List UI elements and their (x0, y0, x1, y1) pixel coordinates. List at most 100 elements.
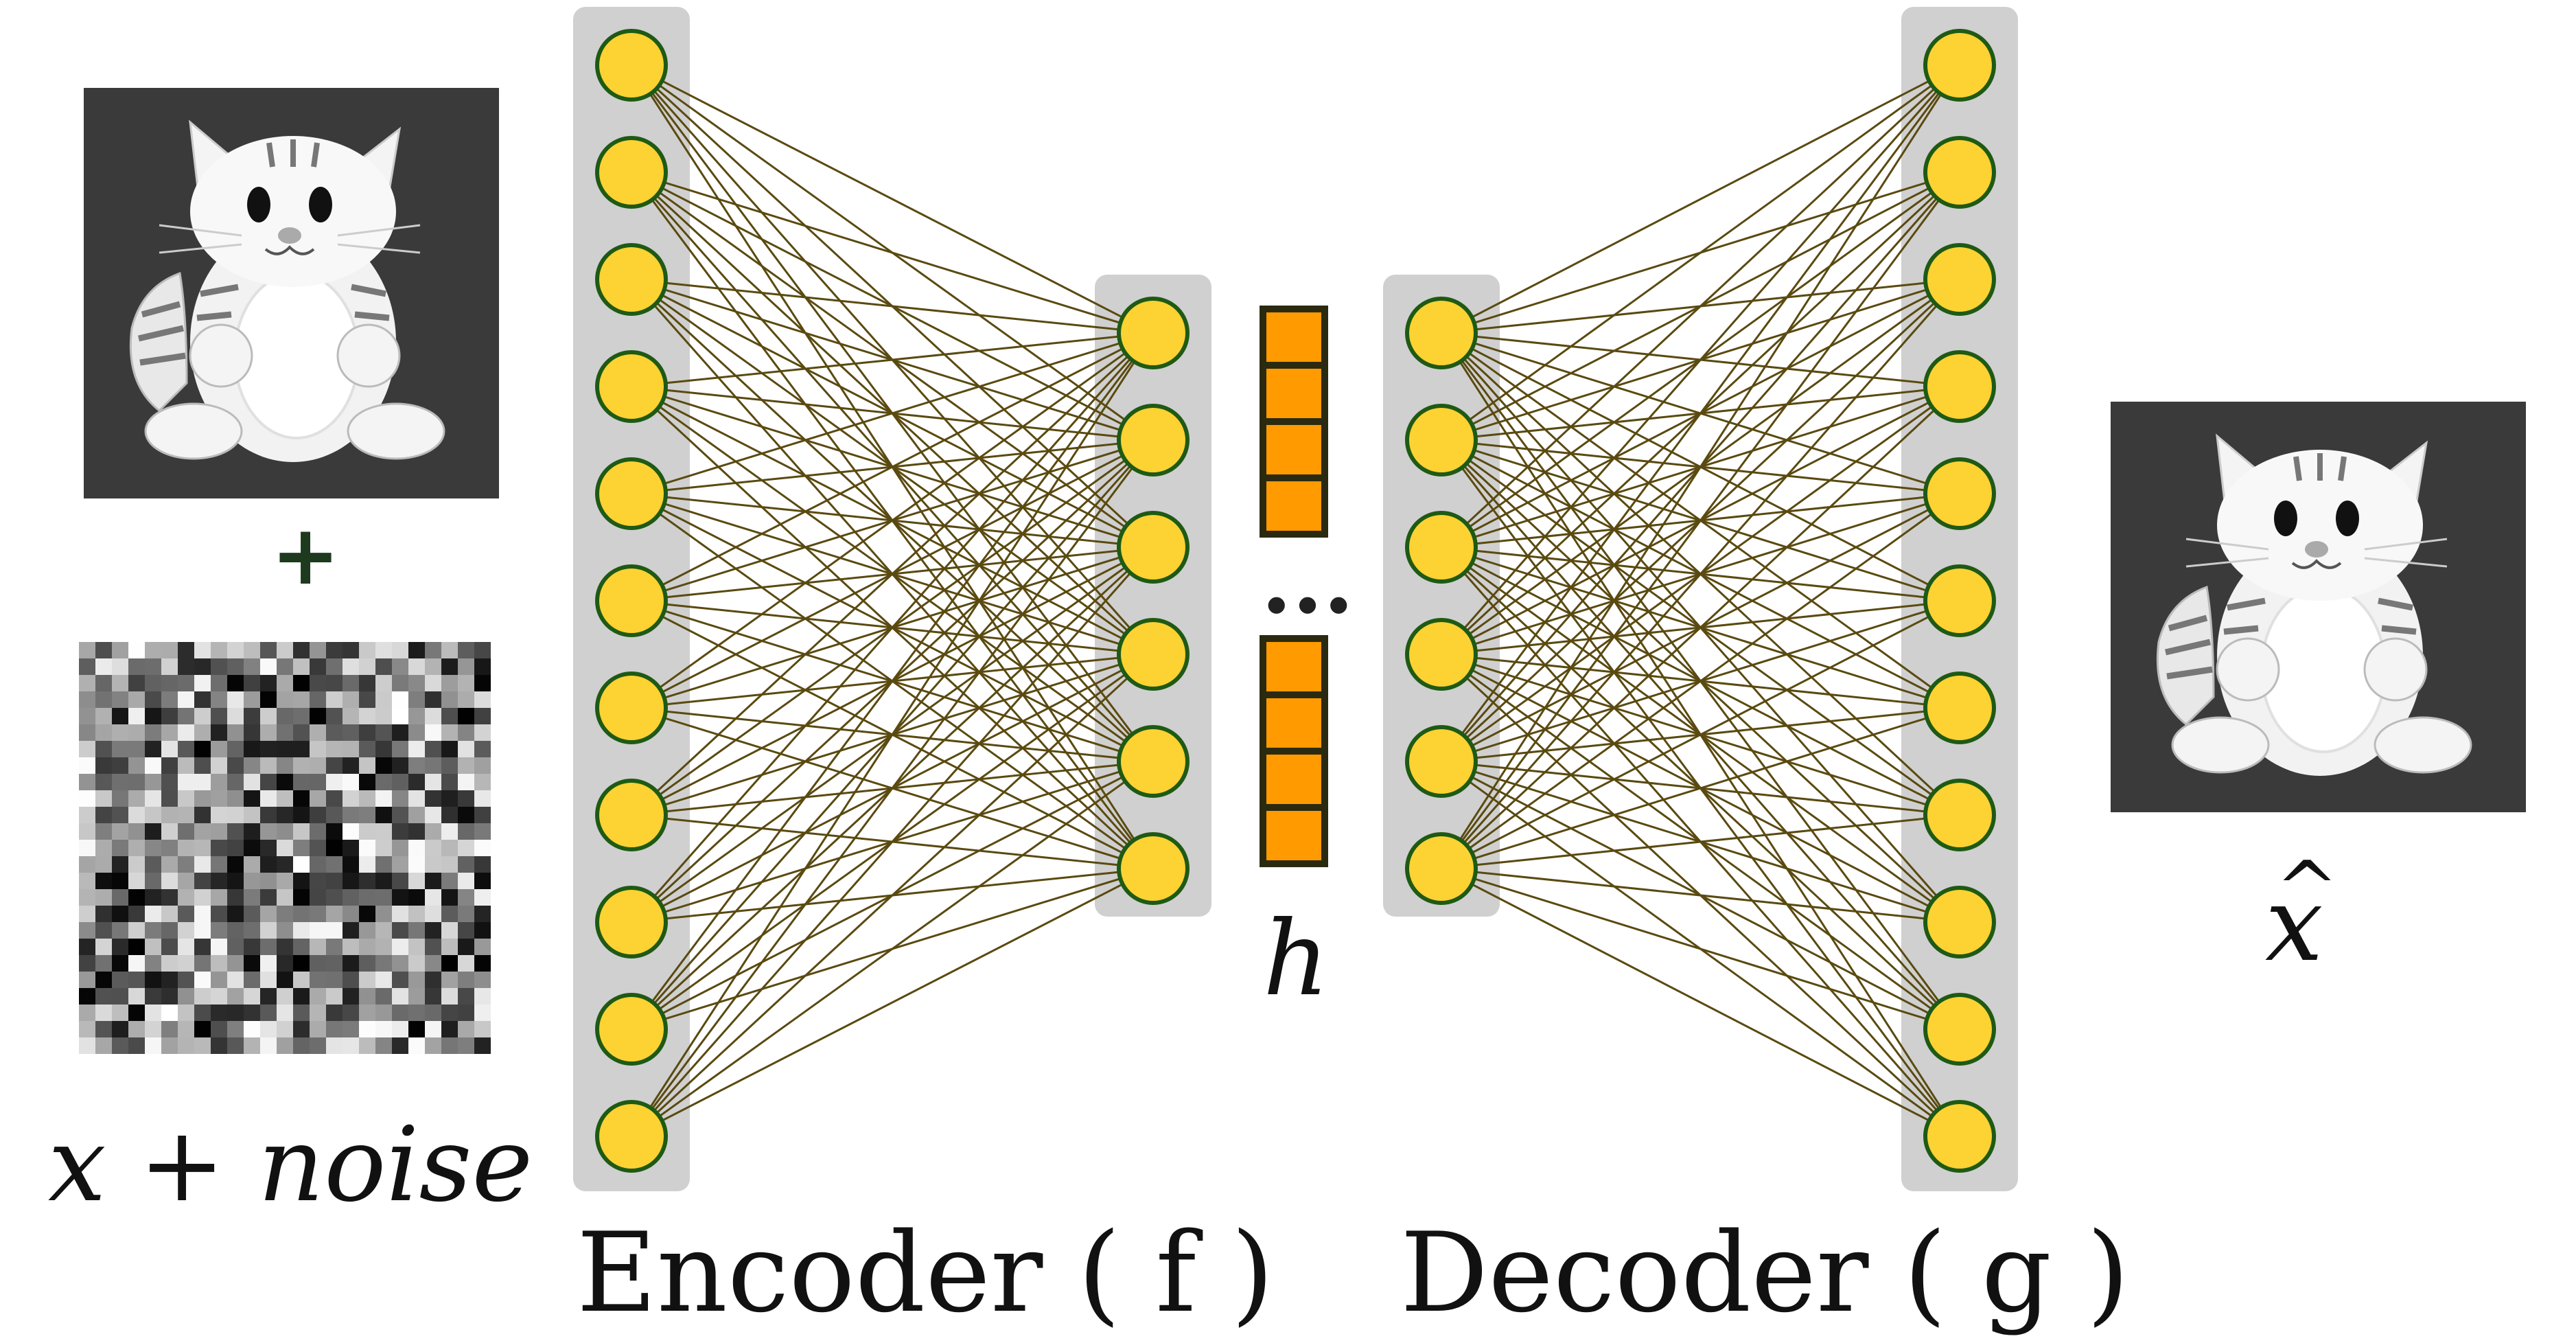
noise-cell (326, 1037, 343, 1054)
noise-cell (310, 972, 326, 988)
noise-cell (277, 642, 293, 658)
latent-code (1260, 306, 1328, 867)
noise-cell (474, 922, 491, 939)
noise-cell (293, 1021, 310, 1037)
noise-cell (425, 922, 441, 939)
noise-cell (293, 691, 310, 708)
noise-cell (310, 1021, 326, 1037)
noise-cell (359, 807, 375, 823)
noise-cell (95, 691, 112, 708)
noise-cell (343, 939, 359, 955)
noise-cell (425, 939, 441, 955)
noise-cell (310, 724, 326, 741)
noise-cell (408, 1021, 425, 1037)
noise-cell (458, 1005, 474, 1021)
noise-cell (244, 642, 260, 658)
encoder-output-node (1117, 297, 1190, 369)
output-cat-image (2111, 402, 2526, 812)
noise-cell (343, 741, 359, 757)
noise-cell (112, 675, 128, 691)
noise-cell (392, 840, 408, 856)
encoder-label: Encoder ( f ) (577, 1208, 1275, 1337)
noise-cell (194, 1021, 211, 1037)
noise-cell (408, 856, 425, 873)
noise-cell (128, 972, 145, 988)
noise-cell (227, 774, 244, 790)
decoder-edge (1441, 814, 1960, 870)
encoder-output-node (1117, 618, 1190, 691)
noise-cell (227, 724, 244, 741)
noise-cell (359, 691, 375, 708)
noise-cell (310, 774, 326, 790)
decoder-edge (1441, 64, 1960, 334)
decoder-edge (1441, 599, 1960, 870)
noise-cell (227, 889, 244, 906)
noise-cell (293, 889, 310, 906)
noise-cell (375, 889, 392, 906)
noise-cell (310, 988, 326, 1005)
noise-cell (293, 972, 310, 988)
encoder-edge (631, 867, 1154, 1138)
noise-cell (310, 823, 326, 840)
noise-cell (145, 955, 161, 972)
noise-cell (359, 757, 375, 774)
decoder-edge (1441, 867, 1960, 923)
noise-cell (474, 823, 491, 840)
noise-cell (112, 873, 128, 889)
noise-cell (392, 906, 408, 922)
noise-cell (95, 873, 112, 889)
noise-cell (260, 988, 277, 1005)
noise-cell (408, 807, 425, 823)
noise-cell (227, 708, 244, 724)
noise-cell (408, 955, 425, 972)
noise-cell (474, 1005, 491, 1021)
noise-cell (161, 741, 178, 757)
decoder-input-node (1405, 297, 1478, 369)
noise-cell (392, 675, 408, 691)
noise-cell (145, 790, 161, 807)
noise-cell (375, 675, 392, 691)
noise-cell (211, 741, 227, 757)
noise-cell (458, 790, 474, 807)
noise-cell (95, 972, 112, 988)
noise-cell (145, 807, 161, 823)
noise-cell (227, 906, 244, 922)
noise-cell (128, 1037, 145, 1054)
noise-cell (227, 972, 244, 988)
noise-cell (112, 741, 128, 757)
noise-cell (277, 873, 293, 889)
noise-cell (408, 658, 425, 675)
noise-cell (112, 658, 128, 675)
noise-cell (178, 658, 194, 675)
noise-cell (425, 741, 441, 757)
noise-cell (112, 642, 128, 658)
noise-cell (244, 1005, 260, 1021)
noise-cell (310, 642, 326, 658)
noise-cell (112, 939, 128, 955)
noise-cell (178, 741, 194, 757)
noise-cell (244, 972, 260, 988)
noise-cell (112, 807, 128, 823)
noise-cell (425, 774, 441, 790)
noise-cell (375, 757, 392, 774)
decoder-edge (1440, 64, 1961, 549)
noise-cell (310, 939, 326, 955)
decoder-output-node (1923, 350, 1996, 423)
noise-cell (260, 922, 277, 939)
noise-cell (359, 922, 375, 939)
noise-cell (128, 757, 145, 774)
noise-cell (343, 675, 359, 691)
decoder-output-node (1923, 29, 1996, 102)
noise-cell (227, 642, 244, 658)
noise-cell (128, 807, 145, 823)
noise-cell (128, 1021, 145, 1037)
noise-cell (260, 972, 277, 988)
noise-cell (277, 708, 293, 724)
cat-eye-left (2274, 501, 2297, 536)
decoder-input-node (1405, 832, 1478, 905)
noise-cell (458, 840, 474, 856)
noise-cell (277, 939, 293, 955)
noise-cell (474, 873, 491, 889)
noise-cell (227, 741, 244, 757)
noise-cell (244, 823, 260, 840)
